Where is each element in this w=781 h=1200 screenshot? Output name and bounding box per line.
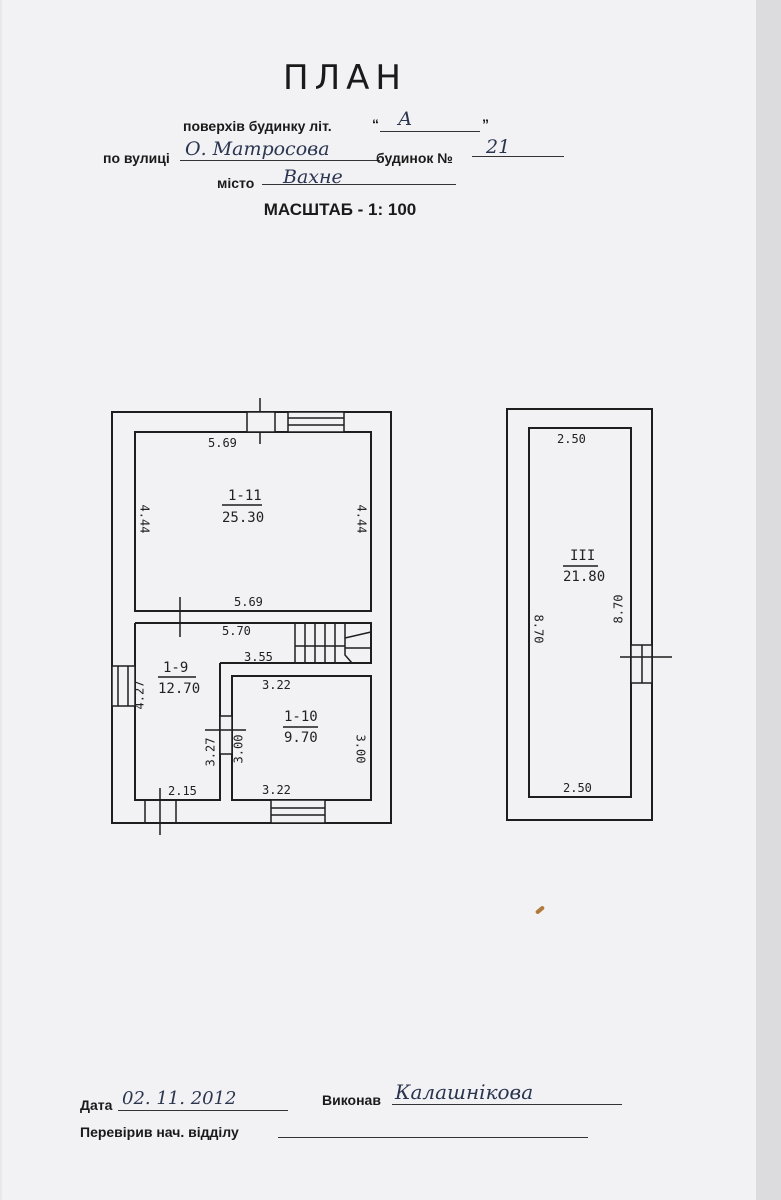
floors-quote-open: “: [372, 116, 379, 132]
dim-r11-bottom: 5.69: [234, 595, 263, 609]
city-underline: [262, 184, 456, 185]
room-1-9-area: 12.70: [158, 681, 201, 697]
dim-r10-bottom: 3.22: [262, 783, 291, 797]
page-edge: [756, 0, 781, 1200]
house-underline: [472, 156, 564, 157]
date-label: Дата: [80, 1097, 113, 1113]
room-1-9-id: 1-9: [163, 660, 189, 676]
dim-r11-left: 4.44: [137, 504, 152, 534]
street-underline: [180, 160, 380, 161]
room-1-11-area: 25.30: [222, 510, 265, 526]
dim-r9-right: 3.27: [203, 737, 218, 767]
dim-r11-right: 4.44: [354, 504, 369, 534]
room-1-11-id: 1-11: [228, 488, 262, 504]
scale-label: МАСШТАБ - 1: 100: [263, 200, 417, 219]
street-value: О. Матросова: [185, 138, 330, 160]
dim-r10-left: 3.00: [231, 734, 246, 764]
page-title: ПЛАН: [283, 58, 407, 98]
dim-hall-top: 5.70: [222, 624, 251, 638]
floors-label: поверхів будинку літ.: [183, 118, 332, 134]
dim-r9-left: 4.27: [132, 680, 147, 710]
date-value: 02. 11. 2012: [122, 1088, 237, 1109]
house-value: 21: [486, 136, 511, 158]
building-b-outer-wall: [506, 408, 653, 821]
dim-r9-bottom: 2.15: [168, 784, 197, 798]
dim-r3-left: 8.70: [531, 614, 546, 644]
dim-r11-top: 5.69: [208, 436, 237, 450]
dim-r3-right: 8.70: [611, 594, 626, 624]
checked-label: Перевірив нач. відділу: [80, 1124, 239, 1140]
dim-r10-top: 3.22: [262, 678, 291, 692]
house-label: будинок №: [376, 150, 453, 166]
room-iii-area: 21.80: [563, 569, 606, 585]
building-a-outer-wall: [111, 411, 392, 824]
room-iii-id: III: [570, 548, 596, 564]
done-value: Калашнікова: [395, 1080, 534, 1104]
city-value: Вахне: [283, 166, 343, 188]
dim-r10-right: 3.00: [353, 734, 368, 764]
room-1-9-outline: [134, 623, 221, 801]
checked-underline: [278, 1137, 588, 1138]
room-1-10-id: 1-10: [284, 709, 318, 725]
room-1-10-area: 9.70: [284, 730, 318, 746]
floors-value: А: [398, 108, 413, 130]
dim-r3-bottom: 2.50: [563, 781, 592, 795]
floors-underline: [380, 131, 480, 132]
dim-hall-inner: 3.55: [244, 650, 273, 664]
done-label: Виконав: [322, 1092, 381, 1108]
room-iii-outline: [528, 427, 632, 798]
floors-quote-close: ”: [482, 116, 489, 132]
done-underline: [392, 1104, 622, 1105]
date-underline: [118, 1110, 288, 1111]
city-label: місто: [217, 175, 255, 191]
street-label: по вулиці: [103, 150, 170, 166]
dim-r3-top: 2.50: [557, 432, 586, 446]
